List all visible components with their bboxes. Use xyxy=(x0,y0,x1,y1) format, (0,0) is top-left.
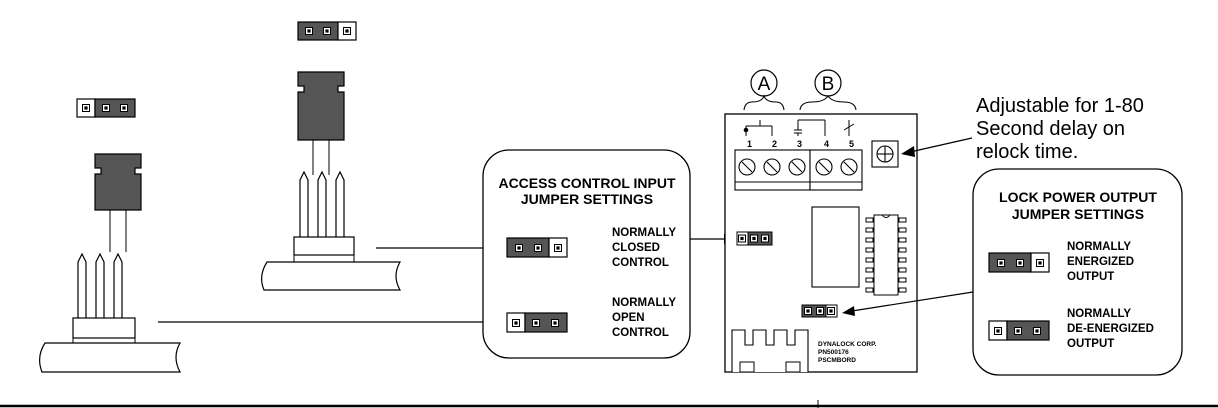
lock-power-title-2: JUMPER SETTINGS xyxy=(1012,206,1144,222)
relay-contact-symbols xyxy=(743,119,855,136)
terminal-number-5: 5 xyxy=(849,139,854,149)
output-leader-line xyxy=(851,291,974,312)
board-jumper-output xyxy=(801,304,838,318)
jumper-icon-left xyxy=(76,98,136,118)
delay-note-2: Second delay on xyxy=(976,118,1125,140)
normally-open-label-3: CONTROL xyxy=(612,327,669,339)
lock-power-box: LOCK POWER OUTPUT JUMPER SETTINGS NORMAL… xyxy=(972,168,1183,376)
board-jumper-input xyxy=(736,231,773,246)
board-label-1: DYNALOCK CORP. xyxy=(818,341,877,348)
brace-b xyxy=(799,95,857,111)
jumper-normally-closed xyxy=(506,237,568,258)
de-energized-label-1: NORMALLY xyxy=(1067,308,1131,320)
access-control-title-1: ACCESS CONTROL INPUT xyxy=(498,175,676,191)
normally-closed-label-3: CONTROL xyxy=(612,257,669,269)
relay-body xyxy=(811,206,860,288)
de-energized-label-2: DE-ENERGIZED xyxy=(1067,323,1154,335)
connector-tab-left xyxy=(739,361,755,373)
delay-note-1: Adjustable for 1-80 xyxy=(976,95,1144,117)
svg-text:B: B xyxy=(822,74,835,95)
board-label-2: PN500176 xyxy=(818,349,849,356)
circle-label-a: A xyxy=(750,69,778,97)
energized-label-1: NORMALLY xyxy=(1067,241,1131,253)
terminal-number-1: 1 xyxy=(747,139,752,149)
normally-closed-label-2: CLOSED xyxy=(612,242,660,254)
terminal-number-4: 4 xyxy=(824,139,829,149)
terminal-screws xyxy=(738,158,858,176)
lock-power-title-1: LOCK POWER OUTPUT xyxy=(999,189,1157,205)
jumper-normally-energized xyxy=(988,252,1050,273)
jumper-normally-de-energized xyxy=(988,320,1050,341)
circle-label-b: B xyxy=(814,69,842,97)
normally-closed-label-1: NORMALLY xyxy=(612,227,676,239)
brace-a xyxy=(743,94,785,111)
board-label-3: PSCMBORD xyxy=(818,357,856,364)
normally-open-label-2: OPEN xyxy=(612,312,645,324)
pin-header-upper xyxy=(261,71,402,291)
terminal-number-2: 2 xyxy=(772,139,777,149)
svg-text:A: A xyxy=(758,74,771,95)
normally-open-label-1: NORMALLY xyxy=(612,297,676,309)
energized-label-3: OUTPUT xyxy=(1067,271,1114,283)
ic-chip xyxy=(865,214,907,296)
jumper-icon-top xyxy=(297,21,357,41)
energized-label-2: ENERGIZED xyxy=(1067,256,1134,268)
de-energized-label-3: OUTPUT xyxy=(1067,338,1114,350)
pin-header-lower xyxy=(39,153,182,373)
relay-board: 1 2 3 4 5 xyxy=(724,113,918,373)
delay-potentiometer xyxy=(871,140,899,168)
jumper-normally-open xyxy=(506,312,568,333)
access-control-title-2: JUMPER SETTINGS xyxy=(521,191,653,207)
delay-note-arrow xyxy=(901,146,915,157)
delay-note-3: relock time. xyxy=(976,141,1078,163)
terminal-number-3: 3 xyxy=(797,139,802,149)
access-control-box: ACCESS CONTROL INPUT JUMPER SETTINGS NOR… xyxy=(482,149,691,359)
output-leader-arrow xyxy=(842,306,855,316)
connector-tab-right xyxy=(785,361,801,373)
delay-note-leader xyxy=(909,137,973,153)
